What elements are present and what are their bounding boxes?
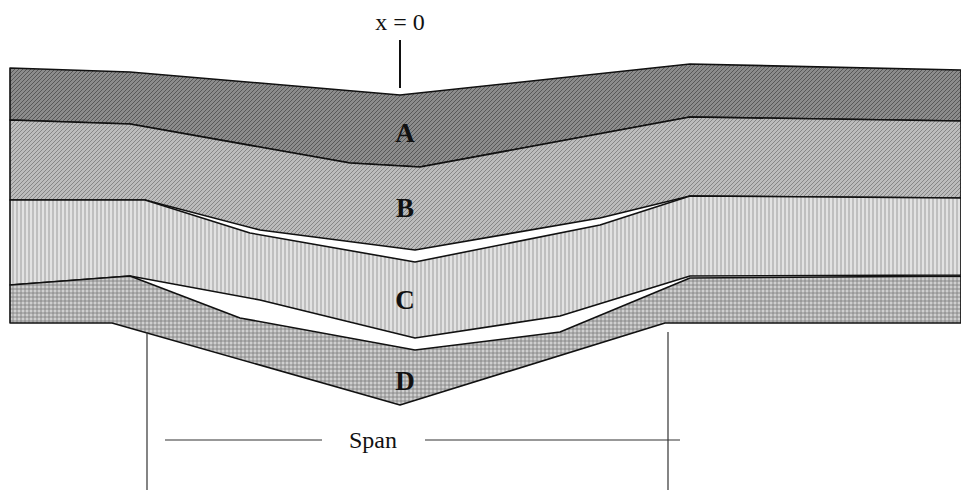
span-limit [667, 332, 668, 490]
layer-letter: B [396, 195, 414, 222]
span-dimension-line [425, 439, 680, 440]
span-limit [146, 332, 147, 490]
origin-label: x = 0 [372, 10, 428, 34]
span-label: Span [346, 428, 400, 452]
origin-tick [399, 40, 401, 88]
layer-letter: C [395, 287, 415, 314]
layer-letter: D [395, 368, 415, 395]
layer-letter: A [395, 120, 415, 147]
span-dimension-line [165, 439, 322, 440]
